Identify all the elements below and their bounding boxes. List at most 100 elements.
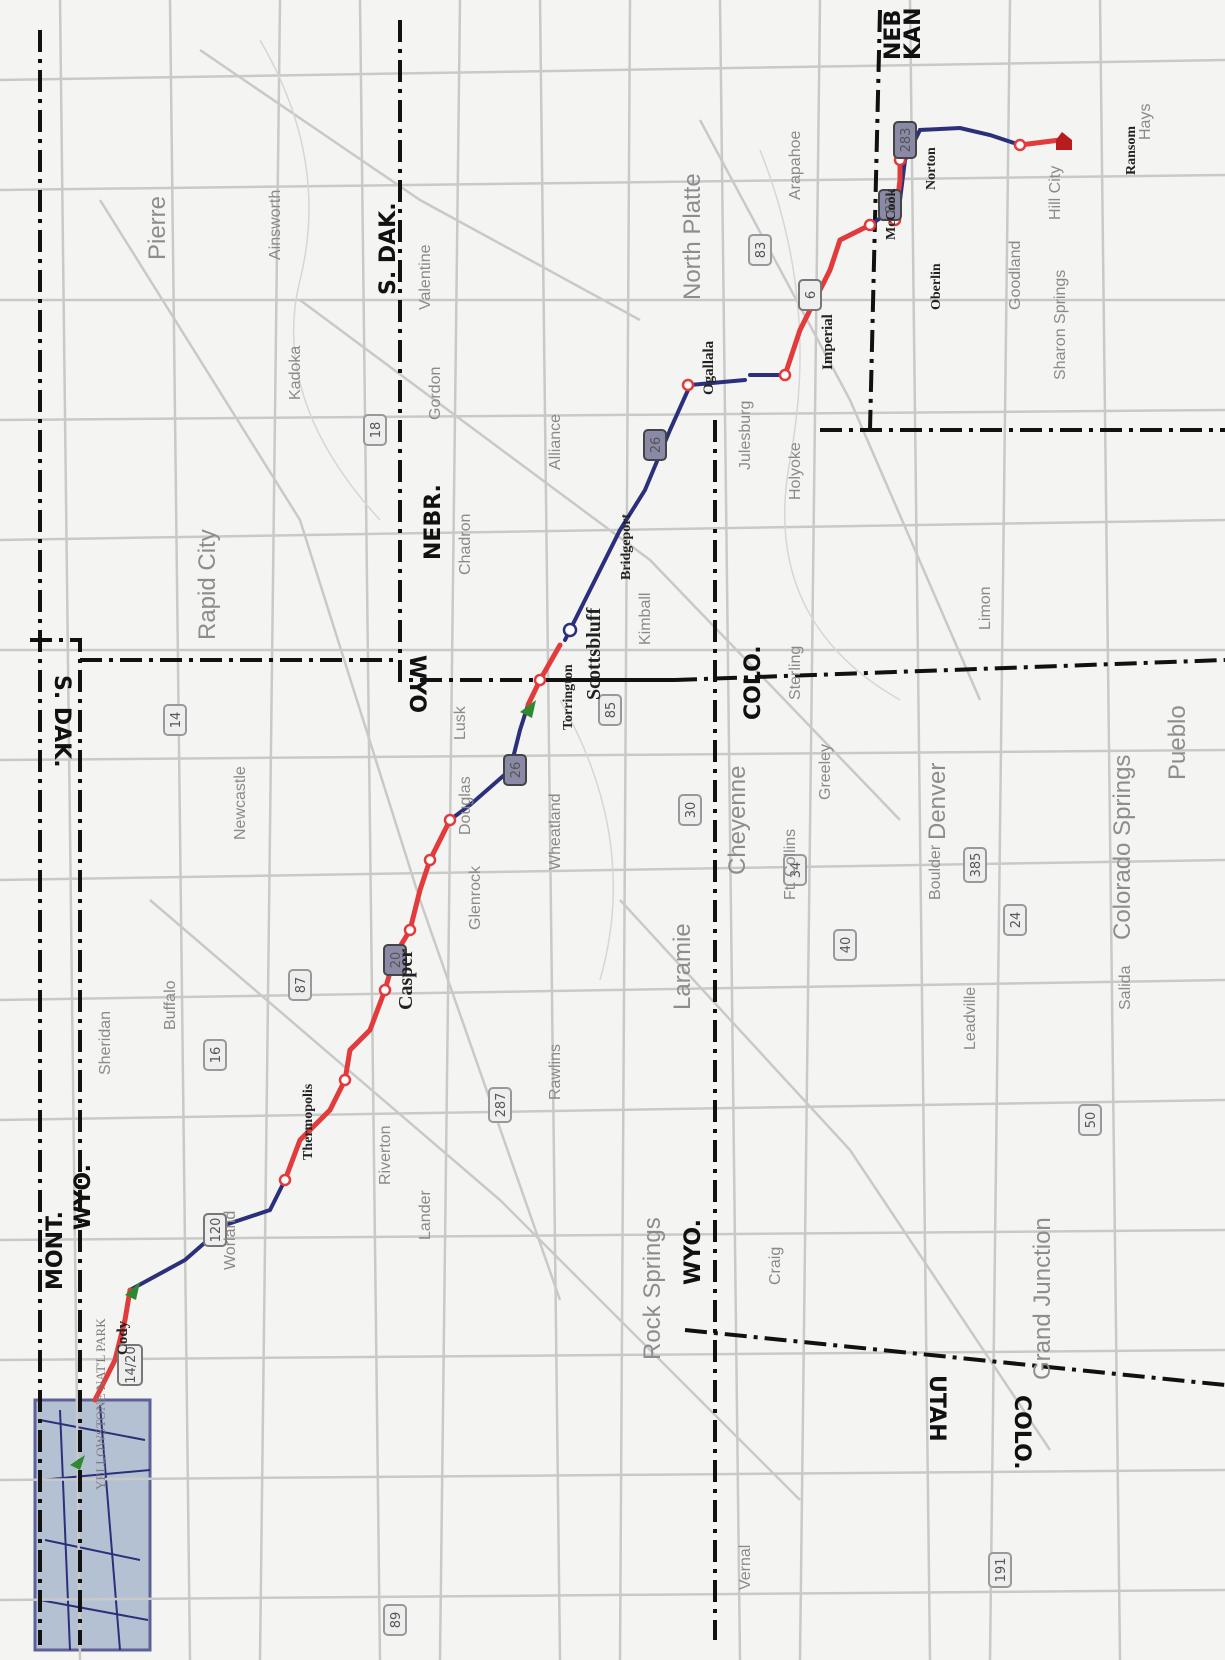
city-label: Alliance	[547, 414, 564, 470]
highway-shield-icon: 40	[833, 929, 857, 961]
highway-shield-icon: 30	[678, 794, 702, 826]
city-label: Goodland	[1007, 241, 1024, 310]
svg-text:14/20: 14/20	[124, 1346, 139, 1383]
city-label: Ainsworth	[267, 190, 284, 260]
svg-text:16: 16	[209, 1047, 224, 1064]
highway-shield-icon: 83	[878, 189, 902, 221]
highway-shield-icon: 385	[963, 847, 987, 883]
city-label: Gordon	[427, 367, 444, 420]
svg-text:26: 26	[649, 437, 664, 454]
city-label: Chadron	[457, 514, 474, 575]
state-label: KAN	[901, 8, 926, 61]
svg-text:83: 83	[754, 242, 769, 259]
route-label-norton: Norton	[924, 147, 939, 190]
route-label-ransom: Ransom	[1124, 126, 1139, 175]
city-label: Wheatland	[547, 794, 564, 871]
city-label: Hays	[1137, 104, 1154, 140]
city-label: YELLOWSTONE NAT'L PARK	[93, 1318, 108, 1490]
city-label: Hill City	[1047, 166, 1064, 220]
highway-shield-icon: 34	[783, 854, 807, 886]
state-label: WYO.	[71, 1164, 96, 1230]
highway-shield-icon: 191	[988, 1552, 1012, 1588]
svg-text:191: 191	[994, 1558, 1009, 1583]
city-label: Lander	[417, 1190, 434, 1240]
city-label: Douglas	[457, 776, 474, 835]
svg-text:6: 6	[804, 291, 819, 299]
svg-text:40: 40	[839, 937, 854, 954]
city-label: Valentine	[417, 244, 434, 310]
svg-text:18: 18	[369, 422, 384, 439]
city-label: Laramie	[669, 923, 696, 1010]
highway-shields: 14/20 120 20 26 26 6 83 283 83 85 16 14 …	[117, 121, 1102, 1636]
city-label: Cheyenne	[724, 766, 751, 875]
route-label-oberlin: Oberlin	[929, 263, 944, 310]
state-label: NEBR.	[421, 484, 446, 560]
highway-shield-icon: 283	[893, 121, 917, 159]
state-label: WYO	[404, 655, 429, 713]
state-label: WYO.	[681, 1219, 706, 1285]
route-label-bridgeport: Bridgeport	[619, 514, 634, 580]
route-labels: Cody Thermopolis Casper Torrington Scott…	[115, 126, 1139, 1355]
background-place-labels: Pierre Rapid City Cheyenne Denver Colora…	[93, 104, 1191, 1590]
highway-shield-icon: 287	[488, 1087, 512, 1123]
city-label: Denver	[924, 763, 951, 840]
svg-text:87: 87	[294, 977, 309, 994]
city-label: Arapahoe	[787, 131, 804, 200]
state-label: UTAH	[924, 1375, 949, 1442]
city-label: Sterling	[787, 646, 804, 700]
city-label: Buffalo	[162, 980, 179, 1030]
city-label: Julesburg	[737, 401, 754, 470]
highway-shield-icon: 14	[163, 704, 187, 736]
city-label: Worland	[222, 1211, 239, 1270]
svg-text:34: 34	[789, 862, 804, 879]
city-label: Grand Junction	[1029, 1217, 1056, 1380]
city-label: Kimball	[637, 593, 654, 645]
highway-shield-icon: 83	[748, 234, 772, 266]
state-labels: MONT. WYO. S. DAK. S. DAK. NEBR. WYO COL…	[43, 8, 1034, 1470]
svg-text:385: 385	[969, 853, 984, 878]
highway-shield-icon: 16	[203, 1039, 227, 1071]
svg-text:120: 120	[209, 1218, 224, 1243]
state-label: COLO.	[741, 645, 766, 720]
city-label: Kadoka	[287, 346, 304, 400]
state-label: MONT.	[43, 1211, 68, 1290]
city-label: Greeley	[817, 744, 834, 800]
city-label: Rapid City	[194, 529, 221, 640]
city-label: Rock Springs	[639, 1217, 666, 1360]
highway-shield-icon: 26	[503, 754, 527, 786]
city-label: Rawlins	[547, 1044, 564, 1100]
city-label: Riverton	[377, 1125, 394, 1185]
highway-shield-icon: 14/20	[117, 1344, 143, 1386]
city-label: Sheridan	[97, 1011, 114, 1075]
city-label: Pueblo	[1164, 705, 1191, 780]
city-label: Sharon Springs	[1052, 270, 1069, 380]
highway-shield-icon: 20	[383, 944, 407, 976]
state-label: S. DAK.	[49, 675, 74, 768]
route-label-thermopolis: Thermopolis	[301, 1083, 316, 1160]
highway-shield-icon: 24	[1003, 904, 1027, 936]
svg-text:14: 14	[169, 712, 184, 729]
city-label: Ft. Collins	[782, 829, 799, 900]
svg-text:85: 85	[604, 702, 619, 719]
rivers	[259, 39, 901, 981]
highway-shield-icon: 26	[643, 429, 667, 461]
route-label-mccook: McCook	[884, 188, 899, 240]
svg-text:283: 283	[899, 128, 914, 153]
svg-text:30: 30	[684, 802, 699, 819]
city-label: Salida	[1117, 965, 1134, 1010]
state-label: NEB	[881, 10, 906, 60]
city-label: Glenrock	[467, 865, 484, 930]
highway-shield-icon: 50	[1078, 1104, 1102, 1136]
city-label: Pierre	[144, 196, 171, 260]
route-label-scottsbluff: Scottsbluff	[583, 607, 605, 700]
route-label-imperial: Imperial	[820, 314, 836, 370]
highway-shield-icon: 120	[203, 1213, 227, 1247]
svg-text:83: 83	[884, 197, 899, 214]
state-label: COLO.	[1009, 1395, 1034, 1470]
scottsbluff-waypoint	[562, 622, 578, 638]
route-label-ogallala: Ogallala	[701, 340, 717, 395]
route-waypoints	[278, 138, 1027, 1187]
highway-shield-icon: 18	[363, 414, 387, 446]
